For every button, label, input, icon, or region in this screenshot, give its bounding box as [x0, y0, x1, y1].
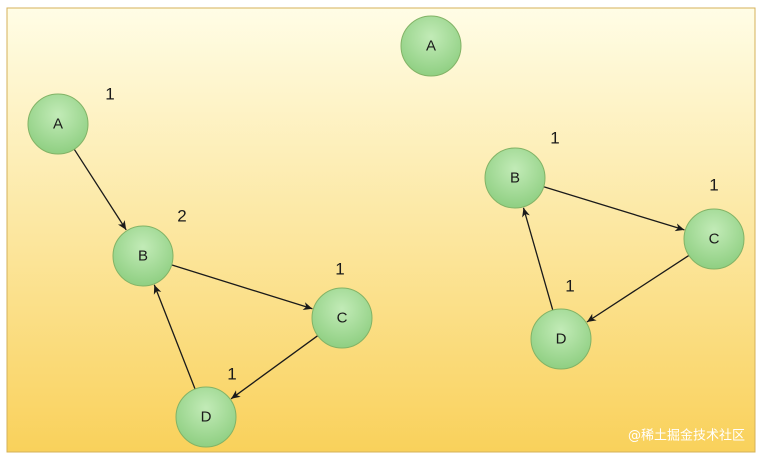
node-right-b: B1 — [484, 129, 560, 209]
node-circle — [311, 287, 373, 349]
in-degree-count-label: 1 — [105, 85, 114, 104]
node-label: A — [426, 38, 436, 55]
edge-right-c-to-d — [586, 254, 690, 323]
watermark-text: @稀土掘金技术社区 — [628, 428, 745, 444]
node-label: C — [709, 231, 720, 248]
edges-layer — [73, 148, 690, 400]
in-degree-count-label: 1 — [565, 277, 574, 296]
node-circle — [112, 225, 174, 287]
node-left-b: B2 — [112, 207, 187, 287]
node-label: D — [556, 331, 567, 348]
node-left-d: D1 — [175, 365, 237, 448]
edge-left-b-to-c — [171, 264, 313, 310]
diagram-background — [6, 7, 756, 453]
node-circle — [484, 147, 546, 209]
node-right-d: D1 — [530, 277, 592, 370]
in-degree-count-label: 1 — [550, 129, 559, 148]
in-degree-count-label: 1 — [709, 176, 718, 195]
edge-right-b-to-c — [543, 186, 685, 232]
edge-left-c-to-d — [230, 335, 319, 400]
edge-left-d-to-b — [153, 284, 196, 390]
node-left-c: C1 — [311, 260, 373, 349]
node-circle — [683, 208, 745, 270]
node-circle — [175, 386, 237, 448]
in-degree-count-label: 1 — [227, 365, 236, 384]
node-label: A — [53, 116, 63, 133]
node-label: B — [138, 248, 148, 265]
node-label: C — [337, 310, 348, 327]
node-right-c: C1 — [683, 176, 745, 270]
node-left-a: A1 — [27, 85, 115, 155]
node-label: D — [201, 409, 212, 426]
node-top-a: A — [400, 15, 462, 77]
node-circle — [530, 308, 592, 370]
in-degree-count-label: 2 — [177, 207, 186, 226]
edge-right-d-to-b — [522, 207, 554, 311]
edge-left-a-to-b — [73, 148, 127, 231]
node-circle — [27, 93, 89, 155]
in-degree-count-label: 1 — [335, 260, 344, 279]
node-circle — [400, 15, 462, 77]
node-label: B — [510, 170, 520, 187]
